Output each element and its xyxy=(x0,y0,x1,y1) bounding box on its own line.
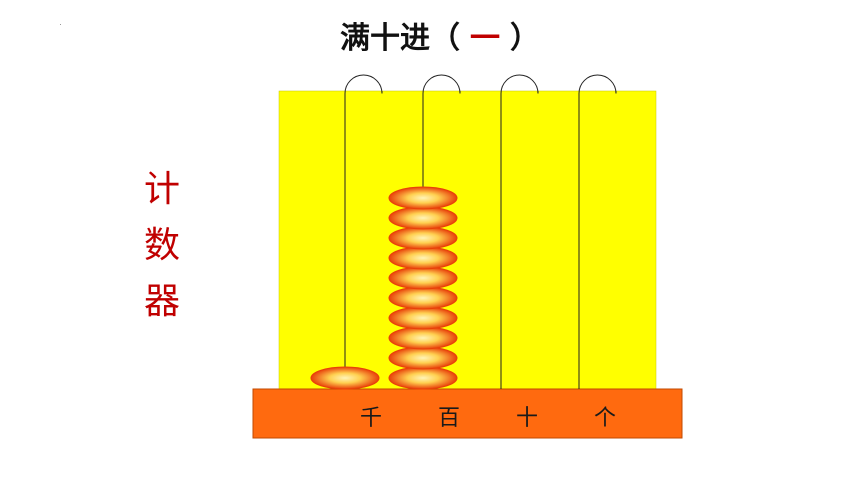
bead-hundreds xyxy=(388,366,458,390)
bead-thousands xyxy=(310,366,380,390)
bead-hundreds xyxy=(388,206,458,230)
bead-hundreds xyxy=(388,326,458,350)
title-answer: 一 xyxy=(470,21,500,56)
rod-ones xyxy=(578,74,617,389)
side-label-char-3: 器 xyxy=(143,281,180,322)
bead-hundreds xyxy=(388,286,458,310)
rod-tens xyxy=(500,74,539,389)
place-label-hundreds: 百 xyxy=(437,406,460,431)
place-label-thousands: 千 xyxy=(359,406,382,431)
title-suffix: ） xyxy=(510,21,540,56)
side-label: 计 数 器 xyxy=(136,162,188,330)
abacus-base xyxy=(252,388,683,439)
bead-hundreds xyxy=(388,186,458,210)
dot xyxy=(60,24,61,25)
rod-thousands xyxy=(344,74,383,389)
bead-hundreds xyxy=(388,246,458,270)
bead-hundreds xyxy=(388,306,458,330)
place-label-tens: 十 xyxy=(515,406,538,431)
bead-hundreds xyxy=(388,346,458,370)
side-label-char-1: 计 xyxy=(143,169,180,210)
rod-hundreds xyxy=(422,74,461,389)
place-label-ones: 个 xyxy=(593,406,616,431)
side-label-char-2: 数 xyxy=(143,225,180,266)
place-labels: 千 百 十 个 xyxy=(253,392,682,436)
bead-hundreds xyxy=(388,266,458,290)
title-prefix: 满十进（ xyxy=(340,21,460,56)
bead-hundreds xyxy=(388,226,458,250)
title: 满十进（ 一 ） xyxy=(340,16,540,62)
abacus-board xyxy=(278,90,657,390)
